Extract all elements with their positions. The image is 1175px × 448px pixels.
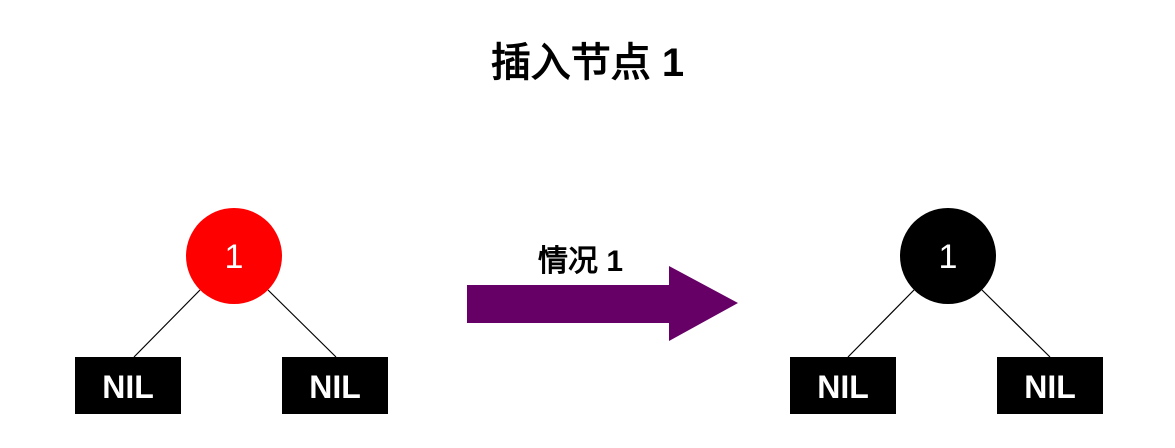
- edge-right: [267, 289, 337, 358]
- diagram-title: 插入节点 1: [490, 41, 685, 85]
- after-tree: 1 NIL NIL: [790, 208, 1103, 414]
- edge-left: [133, 289, 201, 358]
- nil-leaf-right: [997, 357, 1103, 414]
- red-node-circle: [186, 208, 282, 304]
- transition-arrow-icon: [467, 266, 738, 341]
- nil-leaf-left: [75, 357, 181, 414]
- edge-right: [981, 289, 1051, 358]
- nil-label: NIL: [817, 369, 869, 405]
- node-value: 1: [939, 238, 958, 276]
- nil-leaf-left: [790, 357, 896, 414]
- nil-leaf-right: [282, 357, 388, 414]
- before-tree: 1 NIL NIL: [75, 208, 388, 414]
- nil-label: NIL: [1024, 369, 1076, 405]
- black-node-circle: [900, 208, 996, 304]
- node-value: 1: [225, 238, 244, 276]
- nil-label: NIL: [102, 369, 154, 405]
- edge-left: [847, 289, 915, 358]
- nil-label: NIL: [309, 369, 361, 405]
- transition-label: 情况 1: [538, 245, 624, 278]
